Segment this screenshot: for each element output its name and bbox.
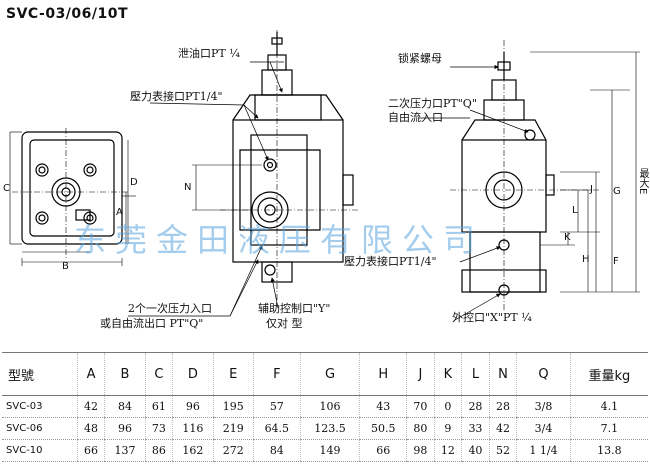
gauge-port-side-label: 壓力表接口PT1/4" — [344, 255, 437, 268]
header-cell: 型號 — [2, 352, 78, 396]
dim-J: J — [590, 184, 593, 195]
table-cell: 84 — [104, 395, 146, 418]
secondary-inlet-label-2: 自由流入口 — [388, 111, 443, 124]
table-cell: 84 — [252, 439, 301, 462]
table-cell: SVC-06 — [2, 417, 78, 440]
table-cell: 195 — [212, 395, 254, 418]
primary-inlet-label-2: 或自由流出口 PT"Q" — [100, 317, 204, 330]
table-cell: 1 1/4 — [516, 439, 571, 462]
table-cell: 48 — [76, 417, 105, 440]
table-cell: 57 — [252, 395, 301, 418]
table-cell: 50.5 — [359, 417, 407, 440]
table-cell: 42 — [76, 395, 105, 418]
dim-D: D — [130, 177, 138, 188]
table-cell: 162 — [172, 439, 214, 462]
gauge-port-front-label: 壓力表接口PT1/4" — [130, 90, 223, 103]
dim-A: A — [116, 207, 123, 218]
table-cell: 28 — [488, 395, 517, 418]
dim-K: K — [564, 232, 571, 243]
table-cell: 149 — [299, 439, 360, 462]
page-title: SVC-03/06/10T — [6, 6, 129, 22]
table-cell: 43 — [359, 395, 407, 418]
table-cell: 33 — [461, 417, 490, 440]
ext-port-label: 外控口"X"PT ¼ — [452, 311, 532, 324]
header-cell: H — [359, 352, 407, 396]
table-cell: 9 — [433, 417, 462, 440]
table-cell: SVC-10 — [2, 439, 78, 462]
side-view-drawing — [450, 40, 600, 310]
table-cell: 28 — [461, 395, 490, 418]
table-cell: 137 — [104, 439, 146, 462]
drain-port-label: 泄油口PT ¼ — [178, 47, 240, 60]
table-cell: 86 — [144, 439, 173, 462]
table-cell: 66 — [76, 439, 105, 462]
table-cell: 0 — [433, 395, 462, 418]
header-cell: K — [433, 352, 462, 396]
header-cell: G — [299, 352, 360, 396]
table-cell: 3/4 — [516, 417, 571, 440]
header-cell: A — [76, 352, 105, 396]
table-row: SVC-10 66 137 86 162 272 84 149 66 98 12… — [2, 439, 648, 462]
dim-G: G — [613, 186, 621, 197]
table-cell: 96 — [104, 417, 146, 440]
dim-B: B — [62, 261, 69, 272]
valve-drawings — [9, 30, 640, 321]
dim-H: H — [582, 254, 590, 265]
table-cell: 272 — [212, 439, 254, 462]
table-cell: 96 — [172, 395, 214, 418]
table-row: SVC-03 42 84 61 96 195 57 106 43 70 0 28… — [2, 395, 648, 418]
dim-C: C — [3, 183, 10, 194]
table-cell: 70 — [406, 395, 435, 418]
header-cell: 重量kg — [569, 352, 648, 396]
table-cell: 106 — [299, 395, 360, 418]
dim-L: L — [572, 205, 578, 216]
table-cell: 52 — [488, 439, 517, 462]
table-cell: 123.5 — [299, 417, 360, 440]
dim-N: N — [184, 182, 192, 193]
spec-table: 型號 A B C D E F G H J K L N Q 重量kg SVC-03… — [2, 352, 648, 462]
aux-port-label-1: 辅助控制口"Y" — [258, 302, 331, 315]
primary-inlet-label-1: 2个一次压力入口 — [128, 302, 212, 315]
table-row: SVC-06 48 96 73 116 219 64.5 123.5 50.5 … — [2, 417, 648, 440]
aux-port-label-2: 仅对 型 — [266, 317, 303, 330]
lock-nut-label: 锁紧螺母 — [398, 52, 442, 65]
front-view-drawing — [220, 30, 360, 300]
table-cell: 80 — [406, 417, 435, 440]
spec-table-header: 型號 A B C D E F G H J K L N Q 重量kg — [2, 352, 648, 396]
watermark: 东莞金田液压有限公司 — [74, 221, 485, 259]
table-cell: SVC-03 — [2, 395, 78, 418]
table-cell: 61 — [144, 395, 173, 418]
header-cell: D — [172, 352, 214, 396]
dim-max-E: 最大E — [637, 168, 648, 195]
table-cell: 7.1 — [569, 417, 648, 440]
table-cell: 73 — [144, 417, 173, 440]
header-cell: Q — [516, 352, 571, 396]
header-cell: J — [406, 352, 435, 396]
table-cell: 3/8 — [516, 395, 571, 418]
table-cell: 64.5 — [252, 417, 301, 440]
secondary-inlet-label-1: 二次压力口PT"Q" — [388, 97, 477, 110]
table-cell: 219 — [212, 417, 254, 440]
header-cell: L — [461, 352, 490, 396]
table-cell: 13.8 — [569, 439, 648, 462]
table-cell: 12 — [433, 439, 462, 462]
bottom-view-drawing — [12, 128, 130, 258]
header-cell: C — [144, 352, 173, 396]
table-cell: 116 — [172, 417, 214, 440]
header-cell: B — [104, 352, 146, 396]
table-cell: 42 — [488, 417, 517, 440]
table-cell: 98 — [406, 439, 435, 462]
table-cell: 40 — [461, 439, 490, 462]
header-cell: E — [212, 352, 254, 396]
header-cell: F — [252, 352, 301, 396]
table-cell: 66 — [359, 439, 407, 462]
header-cell: N — [488, 352, 517, 396]
dim-F: F — [613, 256, 619, 267]
table-cell: 4.1 — [569, 395, 648, 418]
